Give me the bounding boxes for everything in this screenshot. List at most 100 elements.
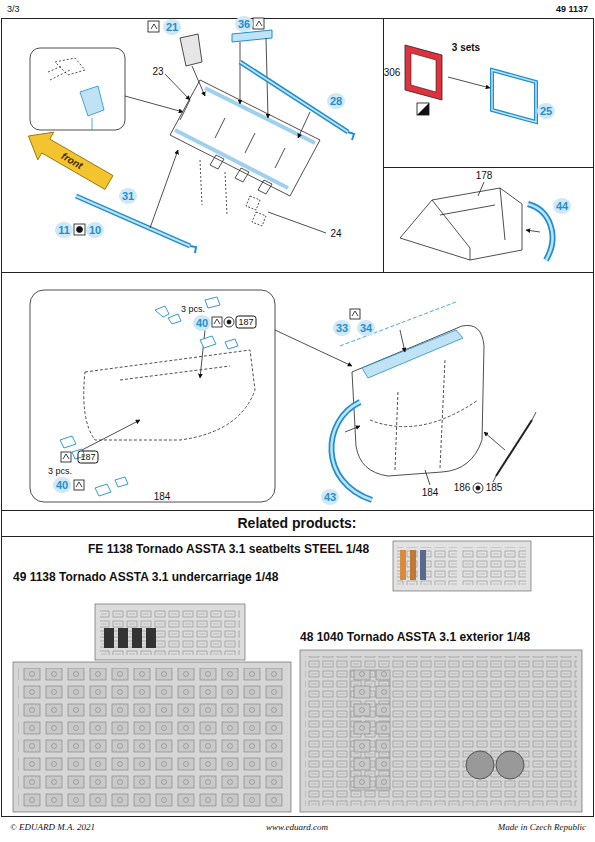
rail-31 [76,150,196,253]
part-184 [362,330,463,378]
quantity-note: 3 pcs. [48,466,72,476]
product-thumbnail [100,609,240,655]
bend-symbol [253,18,264,29]
part-306 [417,103,429,115]
product-thumbnail [305,656,577,806]
bend-symbol [214,319,220,324]
callout-number: 33 [333,320,351,336]
bracket-40 [60,297,238,496]
bend-symbol [74,18,264,235]
product-thumbnail [466,751,494,779]
bend-symbol [151,24,157,29]
callout-number: 11 [55,222,73,238]
frame-25 [492,70,536,122]
product-thumbnail [462,547,526,585]
front-arrow [20,122,117,196]
part-184 [352,325,484,476]
bend-symbol [227,320,231,324]
callout-number: 184 [154,491,171,503]
product-thumbnail [393,541,531,591]
floor-assembly [175,130,288,188]
bend-symbol [352,311,358,316]
rail-28 [298,112,310,138]
front-arrow [20,122,117,196]
footer-text: www.eduard.com [266,822,328,832]
part-36 [240,42,241,104]
part-24 [246,196,326,233]
product-thumbnail [496,751,524,779]
product-thumbnail [95,604,245,660]
product-thumbnail [146,628,156,648]
part-21 [165,74,190,100]
callout-number: 186 [454,482,471,494]
part-306 [417,103,429,115]
part-306 [448,77,490,88]
part-186 [493,412,536,482]
frame-25 [492,70,536,122]
callout-number: 187 [235,316,256,329]
detail-inset [30,48,125,130]
product-title: FE 1138 Tornado ASSTA 3.1 seatbelts STEE… [88,543,369,557]
bend-symbol [74,224,85,235]
detail-inset [80,86,104,116]
bend-symbol [476,486,480,490]
detail-inset [30,290,275,502]
part-21 [165,34,205,100]
rail-28 [240,62,354,140]
bend-symbol [74,480,84,490]
detail-inset [55,58,85,75]
section-heading: Related products: [237,515,356,531]
part-306 [411,53,436,92]
bend-symbol [148,21,159,32]
bend-symbol [473,483,483,493]
product-thumbnail [420,550,426,580]
bend-symbol [61,309,483,493]
part-21 [192,66,205,96]
callout-number: 23 [152,66,163,78]
bend-symbol [224,317,234,327]
product-thumbnail [13,604,291,812]
bend-symbol [212,317,222,327]
part-178 [432,188,505,260]
product-thumbnail [300,650,582,812]
callout-number: 43 [321,489,339,505]
detail-inset [82,420,140,450]
bend-symbol [350,309,360,319]
part-306 [405,45,442,100]
part-306 [405,45,490,115]
part-21 [180,34,202,66]
product-thumbnail [350,670,390,790]
callout-number: 21 [163,19,181,35]
product-thumbnail [118,628,128,648]
product-thumbnail [13,662,291,812]
part-186 [484,432,505,450]
product-thumbnail [397,547,457,585]
quantity-note: 3 sets [452,42,480,54]
callout-number: 40 [53,477,71,493]
callout-number: 34 [357,320,375,336]
frame-lines [1,272,594,273]
detail-inset [84,350,255,440]
part-178 [400,188,522,260]
floor-assembly [205,88,315,143]
product-thumbnail [18,668,286,808]
frame-lines [2,19,594,817]
detail-inset [120,366,230,380]
part-186 [496,420,532,476]
product-thumbnail [393,541,531,591]
callout-number: 36 [235,16,253,32]
bend-symbol [76,482,82,487]
detail-inset [30,48,183,130]
frame-25 [492,70,536,122]
callout-number: 25 [537,103,555,119]
part-178 [526,230,540,232]
part-44 [528,204,552,260]
part-44 [528,204,552,260]
sheet-code: 49 1137 [556,4,588,14]
bracket-40 [155,297,238,349]
callout-number: 178 [476,170,493,182]
frame-lines [1,18,594,817]
floor-assembly [180,100,190,120]
product-thumbnail [132,628,142,648]
